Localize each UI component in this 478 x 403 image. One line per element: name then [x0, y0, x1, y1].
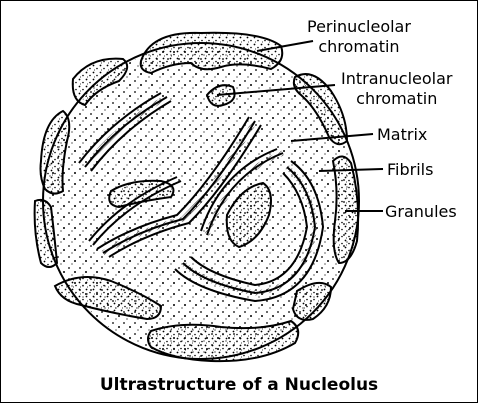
- label-matrix: Matrix: [377, 125, 427, 145]
- label-perinucleolar-line1: Perinucleolar: [307, 17, 411, 37]
- label-granules: Granules: [385, 202, 457, 222]
- label-intranucleolar-line1: Intranucleolar: [341, 69, 453, 89]
- label-perinucleolar: Perinucleolar chromatin: [307, 17, 411, 57]
- diagram-caption: Ultrastructure of a Nucleolus: [1, 375, 477, 395]
- label-fibrils: Fibrils: [387, 160, 433, 180]
- label-intranucleolar: Intranucleolar chromatin: [341, 69, 453, 109]
- label-perinucleolar-line2: chromatin: [307, 37, 411, 57]
- label-intranucleolar-line2: chromatin: [341, 89, 453, 109]
